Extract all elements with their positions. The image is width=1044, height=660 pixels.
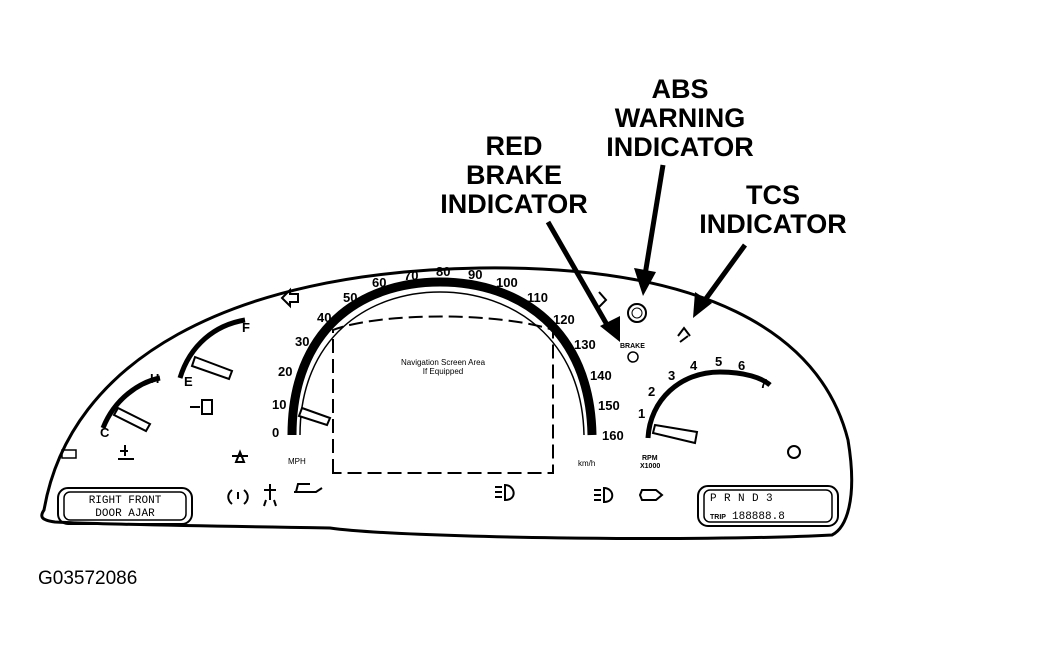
person-airbag-icon xyxy=(263,484,277,507)
tach-tick: 2 xyxy=(648,384,655,399)
mph-unit: MPH xyxy=(288,457,306,466)
speed-tick: 70 xyxy=(404,268,418,283)
nav-screen-area xyxy=(332,315,554,474)
abs-callout-line2: WARNING xyxy=(615,103,746,133)
tach-tick: 1 xyxy=(638,406,645,421)
tach-tick: 4 xyxy=(690,358,698,373)
abs-callout-line3: INDICATOR xyxy=(606,132,754,162)
low-fuel-icon xyxy=(190,399,213,415)
coolant-temp-icon xyxy=(118,445,134,460)
tcs-arrow xyxy=(693,243,748,318)
red-brake-callout-line3: INDICATOR xyxy=(440,189,588,219)
odometer-box-inner xyxy=(703,489,833,523)
door-message-line2: DOOR AJAR xyxy=(95,508,155,520)
nav-area-line1: Navigation Screen Area xyxy=(401,358,486,367)
headlight-icon xyxy=(594,486,614,504)
tach-tick: 7 xyxy=(760,376,767,391)
fuel-gauge-needle xyxy=(190,355,234,381)
speed-tick: 60 xyxy=(372,275,386,290)
abs-indicator-icon xyxy=(627,303,647,323)
abs-arrow xyxy=(634,164,666,296)
prndl-n: N xyxy=(738,493,745,505)
tach-tick: 6 xyxy=(738,358,745,373)
nav-area-line2: If Equipped xyxy=(423,367,463,376)
figure-id: G03572086 xyxy=(38,568,137,589)
tach-tick: 3 xyxy=(668,368,675,383)
right-turn-arrow-icon xyxy=(598,291,608,308)
speed-tick: 130 xyxy=(574,337,596,352)
speed-tick: 30 xyxy=(295,334,309,349)
fuel-empty-label: E xyxy=(184,374,193,389)
tcs-indicator-icon xyxy=(677,326,691,343)
speed-tick: 50 xyxy=(343,290,357,305)
speed-tick: 140 xyxy=(590,368,612,383)
battery-icon xyxy=(61,449,77,459)
fog-light-icon xyxy=(495,483,515,502)
seatbelt-icon xyxy=(232,449,248,463)
speed-tick: 80 xyxy=(436,264,450,279)
temp-gauge-arc xyxy=(100,375,161,429)
speed-tick: 110 xyxy=(527,290,548,305)
tachometer-needle xyxy=(651,423,699,445)
tcs-callout-line1: TCS xyxy=(746,180,800,210)
speed-tick: 20 xyxy=(278,364,292,379)
odometer-box-outer xyxy=(697,485,839,527)
tcs-callout-line2: INDICATOR xyxy=(699,209,847,239)
abs-indicator-inner-icon xyxy=(631,307,643,319)
kmh-unit: km/h xyxy=(578,459,595,468)
temp-cold-label: C xyxy=(100,425,110,440)
tach-unit-line1: RPM xyxy=(642,455,658,462)
tach-unit-line2: X1000 xyxy=(640,463,660,470)
speed-tick: 40 xyxy=(317,310,331,325)
red-brake-callout-line1: RED xyxy=(485,131,542,161)
speed-tick: 90 xyxy=(468,267,482,282)
check-engine-icon xyxy=(638,489,664,501)
door-message-box-inner xyxy=(63,491,187,521)
prndl-d: D xyxy=(752,493,759,505)
tach-tick: 5 xyxy=(715,354,722,369)
brake-indicator-icon xyxy=(627,351,639,363)
speed-tick: 10 xyxy=(272,397,286,412)
temp-hot-label: H xyxy=(150,371,159,386)
trip-label: TRIP xyxy=(710,514,726,521)
cluster-outline xyxy=(40,266,854,541)
tachometer-arc xyxy=(645,369,772,439)
speed-tick: 0 xyxy=(272,425,279,440)
odometer-digits: 188888.8 xyxy=(732,511,785,523)
red-brake-callout-line2: BRAKE xyxy=(466,160,562,190)
abs-callout-line1: ABS xyxy=(651,74,708,104)
speed-tick: 160 xyxy=(602,428,624,443)
temp-gauge-needle xyxy=(112,406,152,433)
prndl-3: 3 xyxy=(766,493,773,505)
reset-button[interactable] xyxy=(787,445,801,459)
tire-pressure-icon xyxy=(227,489,249,505)
oil-pressure-icon xyxy=(294,483,323,493)
speed-tick: 100 xyxy=(496,275,518,290)
fuel-gauge-arc xyxy=(177,317,246,379)
prndl-p: P xyxy=(710,493,717,505)
speedometer-needle xyxy=(297,406,332,427)
door-message-line1: RIGHT FRONT xyxy=(89,495,162,507)
left-turn-arrow-icon xyxy=(280,287,299,309)
red-brake-arrow xyxy=(545,220,620,342)
speedometer-arc-inner xyxy=(299,291,585,436)
door-message-box-outer xyxy=(57,487,193,525)
prndl-r: R xyxy=(724,493,731,505)
speedometer-arc xyxy=(287,277,597,436)
brake-label: BRAKE xyxy=(620,343,645,350)
fuel-full-label: F xyxy=(242,320,250,335)
speed-tick: 150 xyxy=(598,398,620,413)
speed-tick: 120 xyxy=(553,312,575,327)
